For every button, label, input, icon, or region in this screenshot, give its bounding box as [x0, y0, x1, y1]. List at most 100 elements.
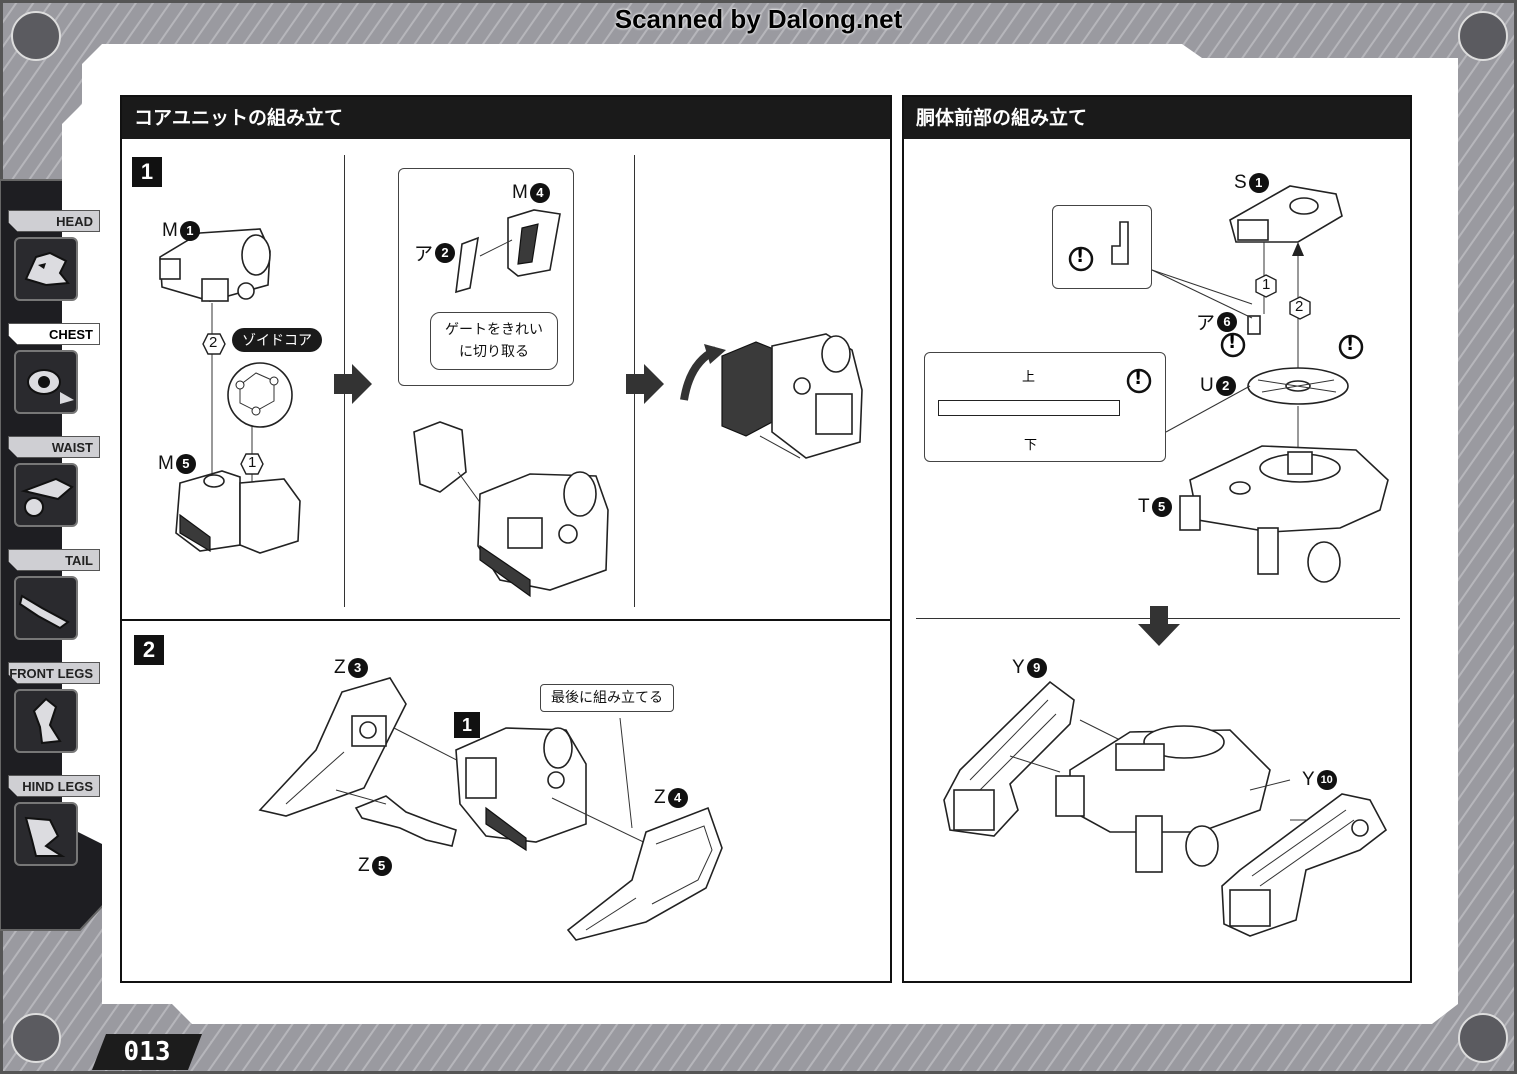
- part-number-circle: 5: [371, 856, 392, 876]
- warning-icon: [1126, 368, 1152, 394]
- part-letter: ア: [1196, 313, 1216, 334]
- part-number-circle: 1: [179, 221, 200, 241]
- assemble-last-note: 最後に組み立てる: [540, 684, 674, 712]
- part-t5-shape: [1179, 445, 1389, 583]
- wolf-head-icon: [14, 237, 78, 301]
- part-number-circle: 9: [1026, 658, 1047, 678]
- next-step-arrow-icon: [626, 364, 664, 404]
- m4-a2-parts-diagram: [455, 209, 561, 294]
- part-z3-shape: [258, 677, 407, 817]
- sidebar-item-chest[interactable]: CHEST: [8, 323, 102, 427]
- down-arrow-icon: [1138, 606, 1180, 646]
- torso-side-frames-diagram: [943, 680, 1388, 937]
- page-number: 013: [92, 1034, 202, 1070]
- part-m1-shape: [159, 228, 271, 302]
- warning-icon: [1338, 334, 1364, 360]
- sidebar-item-hind-legs[interactable]: HIND LEGS: [8, 775, 102, 879]
- sub-step-badge: 1: [454, 712, 480, 738]
- order-marker-2: 2: [202, 332, 226, 356]
- part-letter: S: [1234, 172, 1247, 193]
- part-label-s1: S 1: [1234, 172, 1269, 194]
- orientation-bar: [938, 400, 1120, 416]
- part-label-m1: M 1: [162, 220, 200, 242]
- order-number: 1: [1262, 276, 1271, 293]
- part-z4-shape: [566, 806, 723, 941]
- part-label-t5: T 5: [1138, 496, 1172, 518]
- warning-icon: [1220, 332, 1246, 358]
- zoid-core-label: ゾイドコア: [232, 328, 322, 352]
- waist-icon: [14, 463, 78, 527]
- order-number: 2: [209, 334, 218, 351]
- part-a6-shape: [1247, 315, 1261, 335]
- part-m5-shape: [175, 470, 301, 554]
- part-letter: ア: [414, 244, 434, 265]
- part-label-z4: Z 4: [654, 787, 688, 809]
- sidebar-item-label: TAIL: [8, 549, 100, 571]
- hexagon-order-icon: [1255, 274, 1277, 298]
- order-marker-1: 1: [1254, 274, 1278, 298]
- section-title-core-unit: コアユニットの組み立て: [122, 97, 890, 139]
- center-torso-shape: [1055, 725, 1271, 873]
- orientation-bottom-label: 下: [1024, 438, 1038, 453]
- part-letter: Z: [654, 787, 666, 808]
- hexagon-order-icon: [1289, 296, 1311, 320]
- warning-symbol: !: [1134, 368, 1143, 389]
- front-leg-icon: [14, 689, 78, 753]
- gate-cut-note: ゲートをきれい に切り取る: [430, 312, 558, 370]
- part-number-circle: 1: [1248, 173, 1269, 193]
- order-number: 2: [1295, 298, 1304, 315]
- sidebar-item-tail[interactable]: TAIL: [8, 549, 102, 653]
- part-label-m4: M 4: [512, 182, 550, 204]
- part-letter: Z: [358, 855, 370, 876]
- part-number-circle: 6: [1217, 311, 1238, 332]
- part-label-a2: ア 2: [414, 239, 456, 266]
- sidebar-item-front-legs[interactable]: FRONT LEGS: [8, 662, 102, 766]
- sidebar-item-label: FRONT LEGS: [8, 662, 100, 684]
- core-unit-with-m4-diagram: [413, 421, 609, 598]
- part-number-circle: 2: [1215, 376, 1236, 396]
- tail-icon: [14, 576, 78, 640]
- chest-core-icon: [14, 350, 78, 414]
- detail-zoom-box: [1052, 205, 1152, 289]
- order-marker-1: 1: [240, 452, 264, 476]
- orientation-top-label: 上: [1022, 370, 1036, 385]
- order-marker-2: 2: [1288, 296, 1312, 320]
- step-number-badge: 2: [134, 635, 164, 665]
- core-unit-shape: [455, 727, 587, 852]
- order-number: 1: [248, 454, 257, 471]
- zoid-core-sphere: [227, 362, 293, 428]
- hexagon-order-icon: [202, 333, 226, 355]
- part-letter: T: [1138, 496, 1150, 517]
- part-letter: Y: [1302, 769, 1315, 790]
- core-unit-assembled-diagram: [680, 333, 863, 459]
- part-letter: U: [1200, 375, 1214, 396]
- part-label-y10: Y 10: [1302, 769, 1337, 791]
- part-y10-shape: [1221, 793, 1388, 937]
- part-number-circle: 3: [347, 658, 368, 678]
- part-number-circle: 4: [529, 183, 550, 203]
- hexagon-order-icon: [240, 453, 264, 475]
- part-letter: M: [162, 220, 178, 241]
- sidebar-item-label: WAIST: [8, 436, 100, 458]
- warning-symbol: !: [1346, 334, 1355, 355]
- warning-symbol: !: [1076, 246, 1085, 267]
- part-label-z3: Z 3: [334, 657, 368, 679]
- part-number-circle: 4: [667, 788, 688, 808]
- sidebar-item-label: HEAD: [8, 210, 100, 232]
- part-z5-shape: [354, 795, 457, 847]
- part-number-circle: 2: [435, 242, 456, 263]
- sidebar-item-waist[interactable]: WAIST: [8, 436, 102, 540]
- warning-icon: [1068, 246, 1094, 272]
- sidebar-item-label: HIND LEGS: [8, 775, 100, 797]
- part-u2-shape: [1247, 367, 1349, 405]
- part-label-a6: ア 6: [1196, 308, 1238, 335]
- warning-symbol: !: [1228, 332, 1237, 353]
- torso-stack-diagram: [1151, 185, 1389, 583]
- part-label-z5: Z 5: [358, 855, 392, 877]
- next-step-arrow-icon: [334, 364, 372, 404]
- watermark-text: Scanned by Dalong.net: [614, 4, 903, 34]
- sidebar-item-head[interactable]: HEAD: [8, 210, 102, 314]
- part-s1-shape: [1229, 185, 1343, 243]
- part-number-circle: 5: [1151, 497, 1172, 517]
- part-label-m5: M 5: [158, 453, 196, 475]
